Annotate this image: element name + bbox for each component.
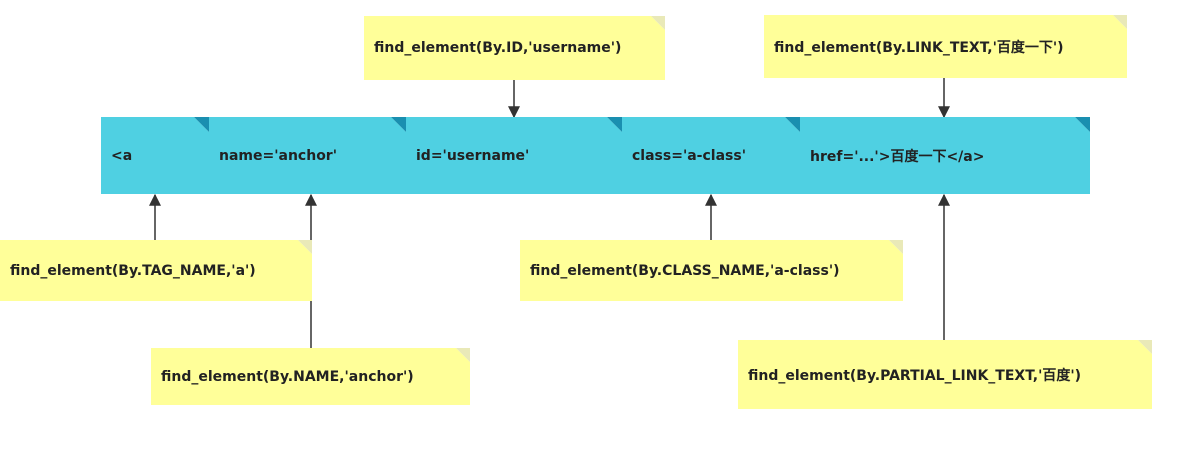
element-segment-label: name='anchor': [219, 147, 338, 164]
locator-note-by-tag-name: find_element(By.TAG_NAME,'a'): [0, 240, 312, 301]
locator-label: find_element(By.LINK_TEXT,'百度一下'): [774, 39, 1064, 56]
locator-note-by-partial-link-text: find_element(By.PARTIAL_LINK_TEXT,'百度'): [738, 340, 1152, 409]
locator-label: find_element(By.ID,'username'): [374, 40, 622, 56]
corner-fold: [607, 117, 622, 132]
locator-label: find_element(By.TAG_NAME,'a'): [10, 262, 256, 279]
corner-fold: [1138, 340, 1152, 354]
element-segment-tag: <a: [101, 117, 209, 194]
locator-note-by-class-name: find_element(By.CLASS_NAME,'a-class'): [520, 240, 903, 301]
element-segment-label: class='a-class': [632, 147, 746, 164]
locator-label: find_element(By.PARTIAL_LINK_TEXT,'百度'): [748, 367, 1082, 384]
element-segment-label: href='...'>百度一下</a>: [810, 148, 985, 165]
corner-fold: [1075, 117, 1090, 132]
corner-fold: [391, 117, 406, 132]
corner-fold: [456, 348, 470, 362]
element-segment-class: class='a-class': [622, 117, 800, 194]
locator-note-by-id: find_element(By.ID,'username'): [364, 16, 665, 80]
element-segment-name: name='anchor': [209, 117, 406, 194]
element-segment-label: id='username': [416, 147, 530, 164]
locator-label: find_element(By.NAME,'anchor'): [161, 368, 414, 385]
locator-note-by-name: find_element(By.NAME,'anchor'): [151, 348, 470, 405]
element-segment-href: href='...'>百度一下</a>: [800, 117, 1090, 194]
corner-fold: [785, 117, 800, 132]
locator-label: find_element(By.CLASS_NAME,'a-class'): [530, 262, 840, 279]
corner-fold: [651, 16, 665, 30]
element-segment-id: id='username': [406, 117, 622, 194]
corner-fold: [889, 240, 903, 254]
corner-fold: [194, 117, 209, 132]
element-segment-label: <a: [111, 147, 133, 164]
corner-fold: [1113, 15, 1127, 29]
locator-note-by-link-text: find_element(By.LINK_TEXT,'百度一下'): [764, 15, 1127, 78]
corner-fold: [298, 240, 312, 254]
